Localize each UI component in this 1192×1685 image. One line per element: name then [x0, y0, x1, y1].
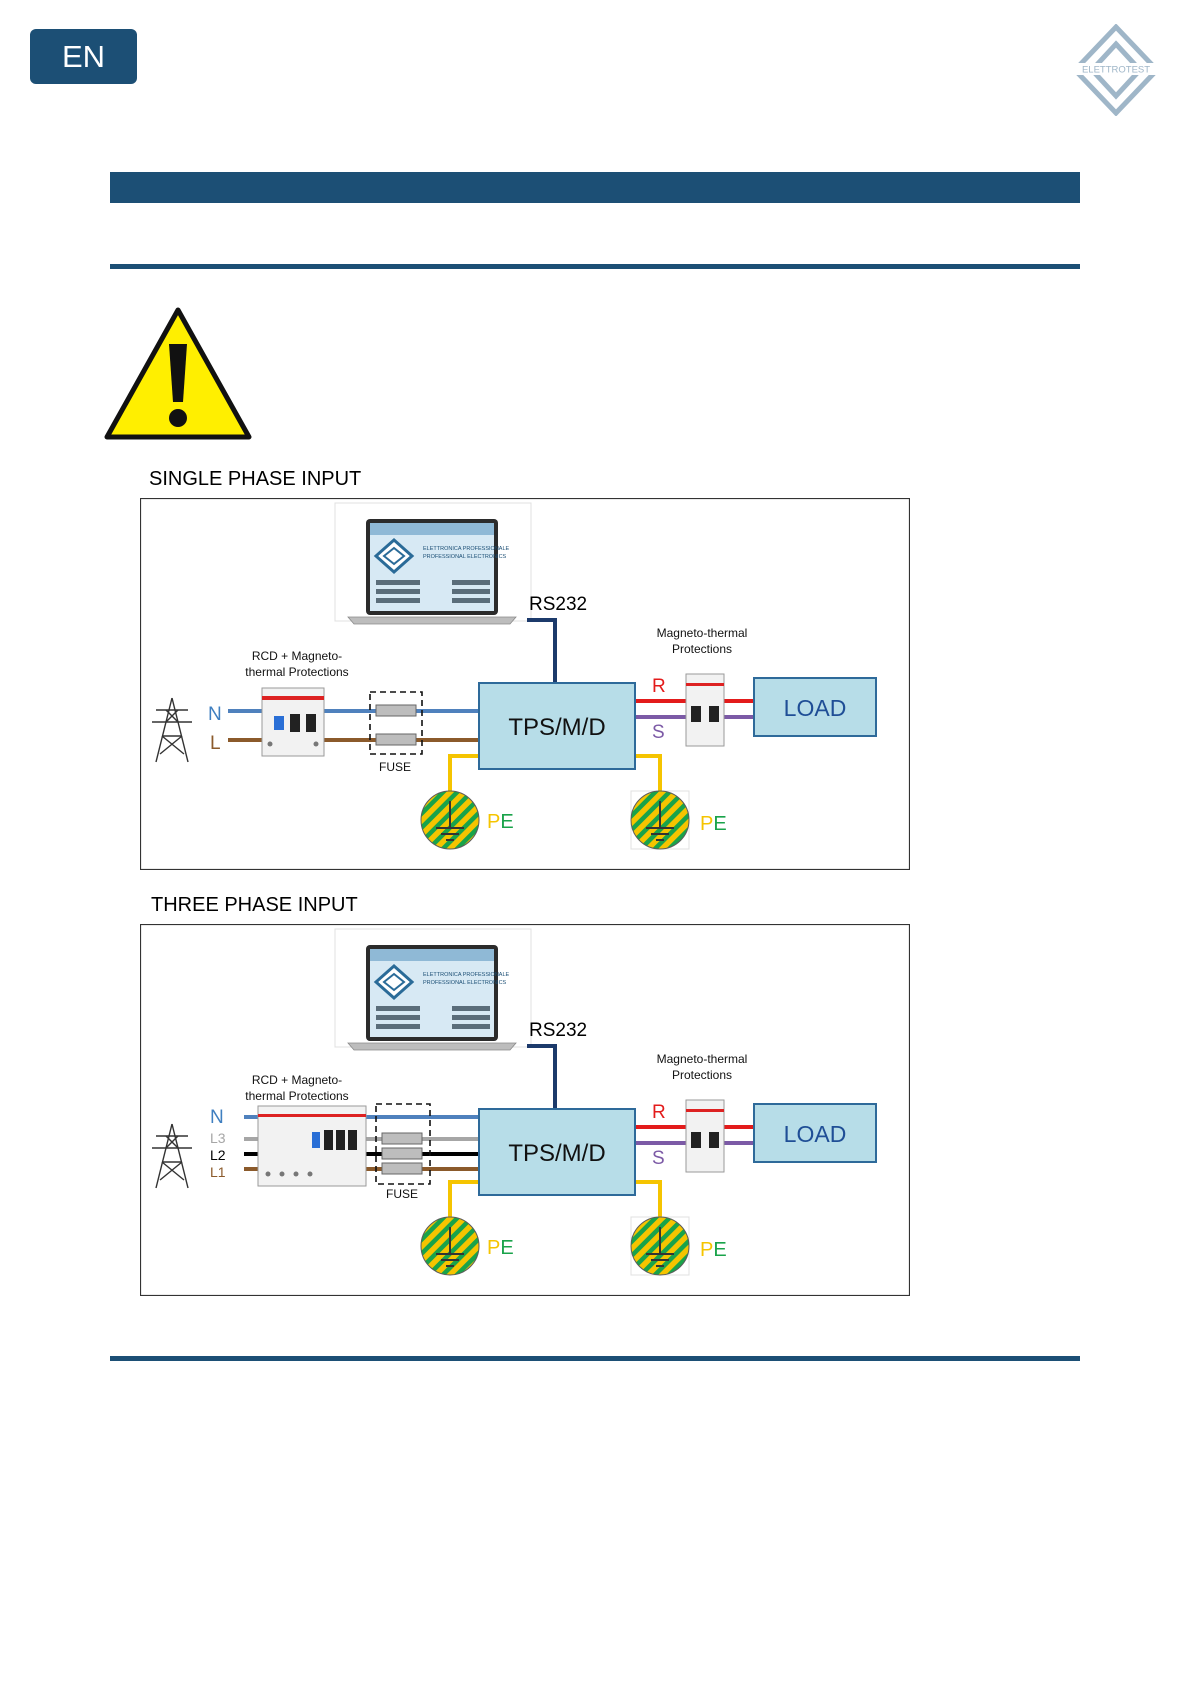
- pe-label-input: PE: [487, 1237, 514, 1259]
- output-label-r: R: [652, 1102, 666, 1123]
- fuse-l1: [381, 1162, 423, 1175]
- ground-icon-output: [630, 790, 690, 850]
- rs232-label: RS232: [529, 594, 587, 615]
- pe-letter-e: E: [713, 1239, 726, 1261]
- laptop-screen-line-1: ELETTRONICA PROFESSIONALE: [423, 546, 510, 552]
- header-bar: [110, 172, 1080, 203]
- device-label: TPS/M/D: [508, 1140, 605, 1167]
- output-label-s: S: [652, 722, 665, 743]
- magneto-thermal-breaker-icon: [685, 673, 725, 747]
- rs232-label: RS232: [529, 1020, 587, 1041]
- laptop-screen-line-1: ELETTRONICA PROFESSIONALE: [423, 972, 510, 978]
- breaker-label-line-1: Magneto-thermal: [657, 626, 748, 640]
- rcd-breaker-icon: [257, 1105, 367, 1187]
- three-phase-diagram: ELETTRONICA PROFESSIONALE PROFESSIONAL E…: [140, 924, 910, 1296]
- fuse-box: [375, 1103, 431, 1185]
- laptop-icon: ELETTRONICA PROFESSIONALE PROFESSIONAL E…: [334, 502, 532, 625]
- fuse-l3: [381, 1132, 423, 1145]
- line-label-l3: L3: [210, 1130, 226, 1146]
- fuse-box: [369, 691, 423, 755]
- laptop-screen-line-2: PROFESSIONAL ELECTRONICS: [423, 980, 507, 986]
- fuse-label: FUSE: [386, 1187, 418, 1201]
- fuse-label: FUSE: [379, 760, 411, 774]
- pe-label-input: PE: [487, 811, 514, 833]
- ground-icon-output: [630, 1216, 690, 1276]
- pylon-icon: [152, 1123, 192, 1189]
- rs232-cable: [527, 618, 557, 684]
- breaker-label-line-2: Protections: [672, 642, 732, 656]
- line-label-l: L: [210, 733, 221, 754]
- fuse-l2: [381, 1147, 423, 1160]
- load-label: LOAD: [784, 1121, 847, 1147]
- breaker-label-line-2: Protections: [672, 1068, 732, 1082]
- output-label-r: R: [652, 676, 666, 697]
- pe-label-output: PE: [700, 813, 727, 835]
- rcd-label-line-1: RCD + Magneto-: [252, 649, 342, 663]
- elettrotest-logo: ELETTROTEST: [1072, 24, 1160, 116]
- warning-icon: [104, 307, 252, 440]
- rcd-label-line-2: thermal Protections: [245, 665, 348, 679]
- load-box: [753, 677, 877, 737]
- laptop-icon: ELETTRONICA PROFESSIONALE PROFESSIONAL E…: [334, 928, 532, 1051]
- line-label-l2: L2: [210, 1147, 226, 1163]
- pe-letter-p: P: [700, 813, 713, 835]
- rcd-label-line-2: thermal Protections: [245, 1089, 348, 1103]
- line-label-n: N: [210, 1107, 224, 1128]
- pe-wire-output: [635, 754, 662, 800]
- output-label-s: S: [652, 1148, 665, 1169]
- breaker-label-line-1: Magneto-thermal: [657, 1052, 748, 1066]
- bottom-rule: [110, 1356, 1080, 1361]
- fuse-l: [375, 733, 417, 746]
- pe-letter-p: P: [487, 811, 500, 833]
- pe-letter-p: P: [700, 1239, 713, 1261]
- magneto-thermal-breaker-icon: [685, 1099, 725, 1173]
- pe-wire-input: [448, 754, 485, 800]
- pe-wire-input: [448, 1180, 485, 1226]
- pe-wire-output: [635, 1180, 662, 1226]
- device-label: TPS/M/D: [508, 714, 605, 741]
- single-phase-title: SINGLE PHASE INPUT: [149, 468, 362, 490]
- pe-letter-e: E: [713, 813, 726, 835]
- logo-text: ELETTROTEST: [1082, 65, 1150, 76]
- line-label-n: N: [208, 704, 222, 725]
- pe-letter-p: P: [487, 1237, 500, 1259]
- rcd-breaker-icon: [261, 687, 325, 757]
- pylon-icon: [152, 697, 192, 763]
- load-label: LOAD: [784, 695, 847, 721]
- language-badge[interactable]: EN: [30, 29, 137, 84]
- tps-device: [478, 682, 636, 770]
- ground-icon-input: [420, 790, 480, 850]
- laptop-screen-line-2: PROFESSIONAL ELECTRONICS: [423, 554, 507, 560]
- line-label-l1: L1: [210, 1164, 226, 1180]
- tps-device: [478, 1108, 636, 1196]
- load-box: [753, 1103, 877, 1163]
- rs232-cable: [527, 1044, 557, 1110]
- top-rule: [110, 264, 1080, 269]
- pe-letter-e: E: [500, 1237, 513, 1259]
- ground-icon-input: [420, 1216, 480, 1276]
- three-phase-title: THREE PHASE INPUT: [151, 894, 358, 916]
- single-phase-diagram: ELETTRONICA PROFESSIONALE PROFESSIONAL E…: [140, 498, 910, 870]
- pe-label-output: PE: [700, 1239, 727, 1261]
- pe-letter-e: E: [500, 811, 513, 833]
- fuse-n: [375, 704, 417, 717]
- rcd-label-line-1: RCD + Magneto-: [252, 1073, 342, 1087]
